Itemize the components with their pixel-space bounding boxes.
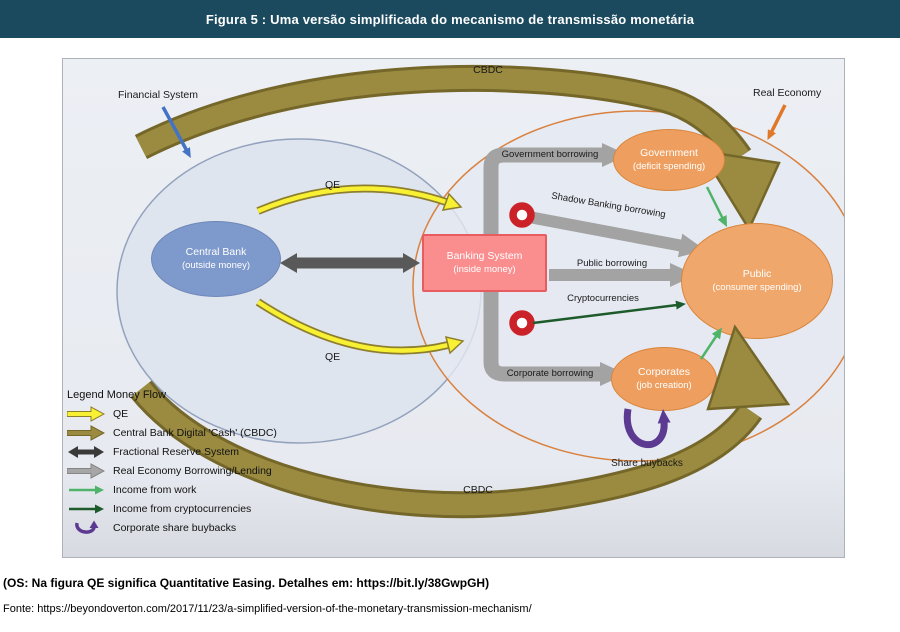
qe-top-label: QE: [325, 179, 341, 191]
share-buybacks-arrow: [623, 408, 671, 449]
qe-top-arrow-fill: [257, 186, 447, 214]
legend-item-fractional-reserve: Fractional Reserve System: [67, 444, 317, 460]
cryptocurrency-donut-icon: [509, 310, 535, 336]
figure-source: Fonte: https://beyondoverton.com/2017/11…: [3, 603, 532, 615]
double-headed-arrow-icon: [68, 446, 104, 458]
cryptocurrencies-arrow: [532, 300, 686, 325]
cbdc-bottom-arrowhead: [706, 324, 791, 411]
gray-block-arrow-icon: [67, 463, 105, 479]
cbdc-bottom-label: CBDC: [463, 484, 493, 496]
legend-item-label: QE: [113, 408, 129, 420]
money-flow-legend: Legend Money Flow QE Central Bank Digita…: [67, 389, 317, 539]
legend-item-label: Central Bank Digital 'Cash' (CBDC): [113, 427, 277, 439]
dark-green-arrow-icon: [69, 504, 104, 514]
figure-header-bar: Figura 5 : Uma versão simplificada do me…: [0, 0, 900, 38]
corporate-borrowing-arrow: [483, 287, 626, 386]
green-arrow-icon: [69, 485, 104, 495]
legend-item-qe: QE: [67, 406, 317, 422]
income-from-work-arrow-government: [705, 186, 728, 228]
legend-item-share-buybacks: Corporate share buybacks: [67, 520, 317, 536]
corporates-subtitle: (job creation): [636, 379, 692, 391]
banking-system-title: Banking System: [446, 250, 523, 262]
real-economy-pointer-arrow: [767, 104, 787, 141]
central-bank-subtitle: (outside money): [181, 259, 251, 271]
legend-title: Legend Money Flow: [67, 389, 167, 401]
legend-item-label: Real Economy Borrowing/Lending: [113, 465, 272, 477]
government-subtitle: (deficit spending): [632, 160, 706, 172]
qe-bottom-label: QE: [325, 351, 341, 363]
banking-system-subtitle: (inside money): [453, 263, 516, 275]
public-title: Public: [742, 268, 772, 280]
purple-u-curve-arrow-icon: [75, 520, 99, 534]
legend-item-income-crypto: Income from cryptocurrencies: [67, 501, 317, 517]
government-borrowing-label: Government borrowing: [501, 149, 599, 160]
legend-item-income-work: Income from work: [67, 482, 317, 498]
banking-system-node: Banking System (inside money): [422, 234, 547, 292]
financial-system-label: Financial System: [118, 89, 198, 101]
cryptocurrencies-label: Cryptocurrencies: [567, 293, 639, 304]
legend-item-label: Income from cryptocurrencies: [113, 503, 252, 515]
legend-item-label: Corporate share buybacks: [113, 522, 237, 534]
government-node: Government (deficit spending): [613, 129, 725, 191]
legend-item-label: Fractional Reserve System: [113, 446, 240, 458]
figure-title: Figura 5 : Uma versão simplificada do me…: [205, 11, 695, 27]
cbdc-arrow-icon: [67, 425, 105, 441]
legend-item-cbdc: Central Bank Digital 'Cash' (CBDC): [67, 425, 317, 441]
cbdc-top-label: CBDC: [473, 64, 503, 76]
qe-arrow-icon: [67, 406, 105, 422]
financial-system-pointer-arrow: [161, 106, 191, 159]
qe-bottom-arrow-fill: [256, 300, 449, 353]
legend-item-label: Income from work: [113, 484, 197, 496]
diagram-over-layer: [161, 104, 791, 449]
public-node: Public (consumer spending): [681, 223, 833, 339]
cbdc-top-arrow-fill: [136, 68, 749, 164]
central-bank-title: Central Bank: [185, 246, 247, 258]
figure-note: (OS: Na figura QE significa Quantitative…: [3, 576, 490, 590]
income-from-work-arrow-corporates: [699, 327, 722, 360]
real-economy-label: Real Economy: [753, 87, 822, 99]
diagram-panel: Central Bank (outside money) Banking Sys…: [62, 58, 845, 558]
public-borrowing-label: Public borrowing: [576, 258, 648, 269]
government-title: Government: [640, 147, 698, 159]
legend-item-borrowing: Real Economy Borrowing/Lending: [67, 463, 317, 479]
share-buybacks-label: Share buybacks: [611, 458, 683, 469]
corporate-borrowing-label: Corporate borrowing: [506, 368, 594, 379]
shadow-banking-borrowing-arrow: [527, 211, 706, 258]
public-subtitle: (consumer spending): [712, 281, 802, 293]
corporates-title: Corporates: [638, 366, 690, 378]
qe-top-arrowhead: [441, 192, 463, 211]
corporates-node: Corporates (job creation): [611, 347, 717, 411]
cbdc-bottom-arrow-fill: [132, 382, 760, 516]
qe-bottom-arrowhead: [444, 335, 465, 355]
government-borrowing-arrow: [483, 143, 628, 239]
shadow-banking-donut-icon: [509, 202, 535, 228]
